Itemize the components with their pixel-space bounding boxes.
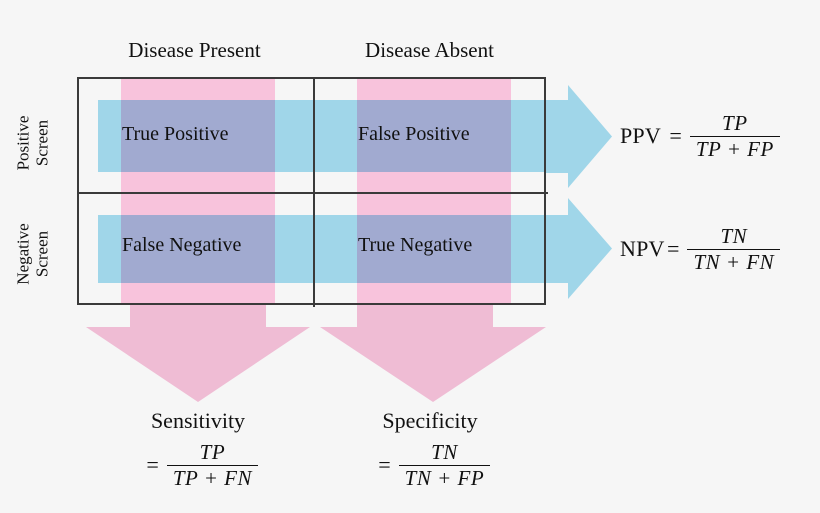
sensitivity-formula: = TP TP + FN	[73, 441, 323, 490]
row-header-negative-line1: Negative	[13, 223, 33, 285]
sensitivity-denominator: TP + FN	[172, 466, 252, 491]
ppv-fraction: TP TP + FP	[689, 111, 780, 162]
npv-numerator: TN	[720, 224, 748, 248]
npv-fraction: TN TN + FN	[687, 224, 781, 275]
row-header-positive-screen: Positive Screen	[14, 86, 52, 201]
npv-denominator: TN + FN	[693, 250, 775, 275]
ppv-fraction-bar	[689, 135, 780, 138]
sensitivity-fraction: TP TP + FN	[166, 440, 258, 491]
ppv-formula: PPV = TP TP + FP	[620, 112, 780, 161]
sensitivity-arrow-icon	[86, 305, 310, 402]
npv-equals-sign: =	[665, 236, 681, 262]
ppv-arrow-icon	[546, 85, 612, 188]
specificity-fraction: TN TN + FP	[398, 440, 491, 491]
npv-label: NPV	[620, 236, 665, 262]
column-header-disease-absent: Disease Absent	[365, 38, 494, 62]
ppv-denominator: TP + FP	[695, 137, 774, 162]
column-header-disease-present: Disease Present	[128, 38, 261, 62]
npv-formula: NPV = TN TN + FN	[620, 224, 781, 275]
sensitivity-fraction-bar	[166, 464, 258, 467]
ppv-label: PPV	[620, 123, 661, 149]
sensitivity-label: Sensitivity	[150, 408, 246, 433]
specificity-equals-sign: =	[376, 452, 392, 478]
ppv-numerator: TP	[722, 111, 748, 135]
specificity-fraction-bar	[398, 464, 491, 467]
specificity-arrow-icon	[320, 305, 546, 402]
cell-false-positive: False Positive	[358, 123, 470, 145]
row-header-positive-line1: Positive	[13, 115, 33, 171]
row-header-negative-line2: Screen	[32, 230, 52, 278]
specificity-label: Specificity	[382, 408, 478, 433]
cell-true-positive: True Positive	[122, 123, 229, 145]
sensitivity-numerator: TP	[199, 440, 226, 464]
row-header-positive-line2: Screen	[32, 119, 52, 167]
specificity-denominator: TN + FP	[404, 466, 485, 491]
specificity-formula: = TN TN + FP	[305, 441, 555, 490]
sensitivity-equals-sign: =	[145, 452, 160, 478]
specificity-numerator: TN	[431, 440, 458, 464]
cell-true-negative: True Negative	[358, 234, 473, 256]
specificity-metric: Specificity = TN TN + FP	[305, 407, 555, 490]
blue-band-positive-screen	[98, 100, 546, 172]
sensitivity-metric: Sensitivity = TP TP + FN	[73, 407, 323, 490]
blue-band-negative-screen	[98, 215, 546, 283]
npv-fraction-bar	[687, 248, 781, 251]
npv-arrow-icon	[546, 198, 612, 299]
cell-false-negative: False Negative	[122, 234, 242, 256]
ppv-equals-sign: =	[667, 123, 683, 149]
row-header-negative-screen: Negative Screen	[14, 197, 52, 312]
